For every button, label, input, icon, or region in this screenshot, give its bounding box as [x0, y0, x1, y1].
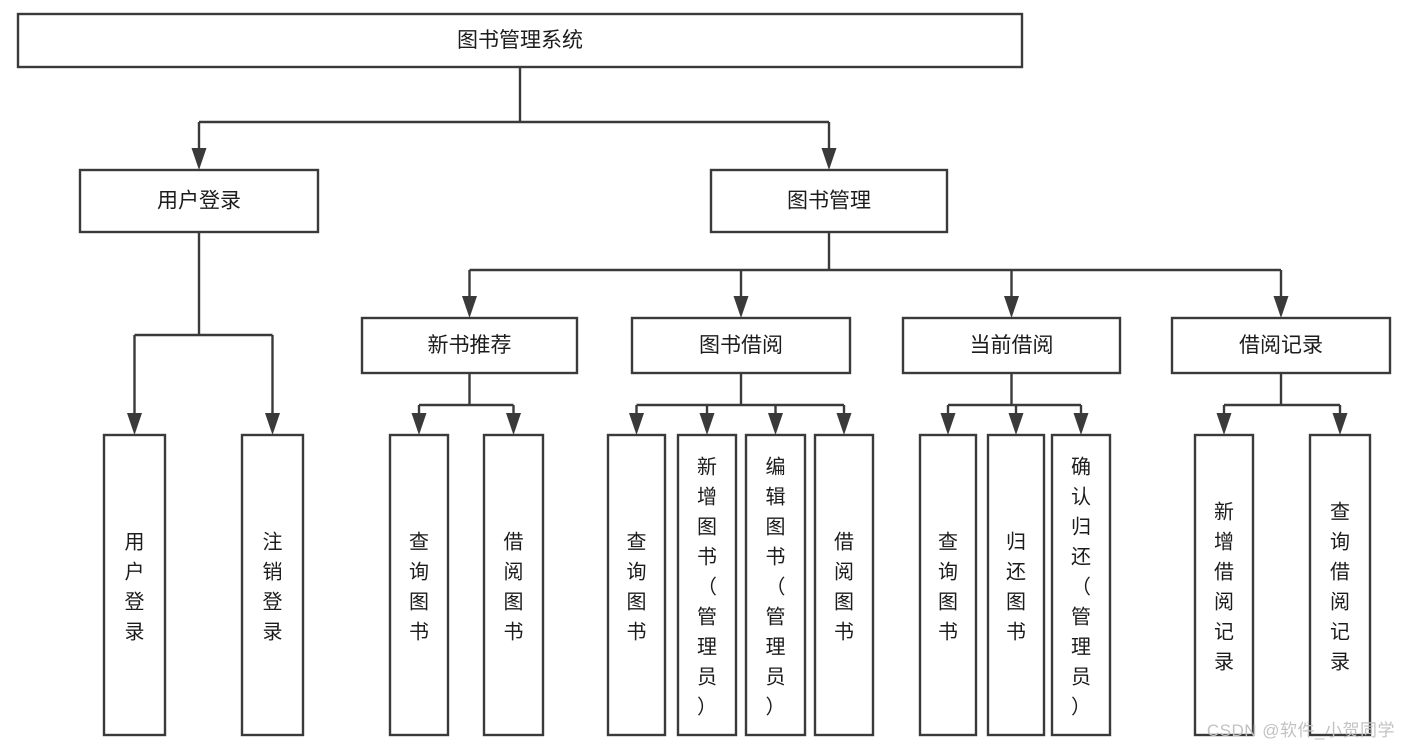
node-box-leaf4[interactable] — [482, 433, 545, 737]
node-box-leaf5[interactable] — [606, 433, 667, 737]
node-leaf9[interactable]: 查询图书 — [918, 433, 978, 737]
node-box-records[interactable] — [1170, 316, 1392, 375]
csdn-watermark: CSDN @软件_小贺同学 — [1206, 721, 1395, 740]
node-label-leaf12: 新增借阅记录 — [1214, 500, 1234, 673]
node-box-leaf11[interactable] — [1050, 433, 1112, 737]
node-leaf13[interactable]: 查询借阅记录 — [1308, 433, 1372, 737]
arrow-head-newbook — [462, 296, 477, 318]
node-label-current: 当前借阅 — [970, 334, 1054, 357]
node-root[interactable]: 图书管理系统 — [16, 12, 1024, 69]
node-leaf5[interactable]: 查询图书 — [606, 433, 667, 737]
node-label-leaf2: 注销登录 — [263, 530, 283, 643]
node-box-login[interactable] — [78, 168, 320, 234]
arrow-head-bookmgmt — [821, 148, 837, 170]
node-label-bookmgmt: 图书管理 — [787, 190, 871, 213]
arrow-head-leaf6 — [699, 413, 715, 435]
connector-group-current — [940, 373, 1089, 435]
arrow-head-leaf7 — [768, 413, 783, 435]
node-label-login: 用户登录 — [157, 190, 241, 213]
node-box-leaf9[interactable] — [918, 433, 978, 737]
node-label-leaf7: 编辑图书（管理员） — [766, 455, 786, 718]
node-current[interactable]: 当前借阅 — [901, 316, 1122, 375]
arrow-head-current — [1004, 296, 1019, 318]
arrow-head-leaf2 — [265, 413, 280, 435]
node-box-borrow[interactable] — [630, 316, 852, 375]
node-label-leaf6: 新增图书（管理员） — [697, 455, 717, 718]
node-box-current[interactable] — [901, 316, 1122, 375]
node-leaf3[interactable]: 查询图书 — [388, 433, 450, 737]
node-leaf8[interactable]: 借阅图书 — [813, 433, 875, 737]
connector-group-records — [1216, 373, 1348, 435]
arrow-head-borrow — [733, 296, 749, 318]
connector-group-bookmgmt — [462, 232, 1289, 318]
node-leaf6[interactable]: 新增图书（管理员） — [676, 433, 738, 737]
node-box-leaf12[interactable] — [1193, 433, 1255, 737]
node-label-root: 图书管理系统 — [457, 29, 583, 52]
node-layer: 图书管理系统用户登录图书管理新书推荐图书借阅当前借阅借阅记录用户登录注销登录查询… — [16, 12, 1392, 737]
connector-group-borrow — [629, 373, 852, 435]
connector-layer — [127, 67, 1348, 435]
connector-group-login — [127, 232, 280, 435]
node-login[interactable]: 用户登录 — [78, 168, 320, 234]
arrow-head-leaf3 — [411, 413, 427, 435]
node-leaf11[interactable]: 确认归还（管理员） — [1050, 433, 1112, 737]
node-box-root[interactable] — [16, 12, 1024, 69]
node-label-leaf10: 归还图书 — [1006, 530, 1026, 643]
node-box-leaf8[interactable] — [813, 433, 875, 737]
node-leaf12[interactable]: 新增借阅记录 — [1193, 433, 1255, 737]
connector-group-newbook — [411, 373, 521, 435]
node-box-leaf6[interactable] — [676, 433, 738, 737]
node-box-leaf13[interactable] — [1308, 433, 1372, 737]
arrow-head-leaf8 — [836, 413, 852, 435]
node-label-leaf4: 借阅图书 — [504, 530, 524, 643]
arrow-head-records — [1273, 296, 1289, 318]
arrow-head-leaf13 — [1332, 413, 1348, 435]
connector-group-root — [191, 67, 837, 170]
node-newbook[interactable]: 新书推荐 — [360, 316, 579, 375]
arrow-head-login — [191, 148, 207, 170]
node-label-leaf8: 借阅图书 — [834, 530, 854, 643]
node-box-leaf10[interactable] — [986, 433, 1046, 737]
node-label-leaf11: 确认归还（管理员） — [1071, 455, 1091, 718]
node-box-newbook[interactable] — [360, 316, 579, 375]
node-box-leaf3[interactable] — [388, 433, 450, 737]
node-box-bookmgmt[interactable] — [709, 168, 949, 234]
node-box-leaf7[interactable] — [744, 433, 807, 737]
arrow-head-leaf9 — [940, 413, 956, 435]
arrow-head-leaf4 — [506, 413, 521, 435]
node-borrow[interactable]: 图书借阅 — [630, 316, 852, 375]
node-label-records: 借阅记录 — [1239, 334, 1323, 357]
node-box-leaf2[interactable] — [240, 433, 305, 737]
node-label-leaf3: 查询图书 — [409, 530, 429, 643]
node-leaf2[interactable]: 注销登录 — [240, 433, 305, 737]
node-label-newbook: 新书推荐 — [428, 334, 512, 357]
node-bookmgmt[interactable]: 图书管理 — [709, 168, 949, 234]
arrow-head-leaf12 — [1216, 413, 1232, 435]
node-label-leaf1: 用户登录 — [125, 531, 145, 643]
node-leaf7[interactable]: 编辑图书（管理员） — [744, 433, 807, 737]
node-leaf4[interactable]: 借阅图书 — [482, 433, 545, 737]
arrow-head-leaf11 — [1073, 413, 1089, 435]
arrow-head-leaf1 — [127, 413, 142, 435]
node-label-leaf9: 查询图书 — [938, 530, 958, 643]
arrow-head-leaf5 — [629, 413, 644, 435]
node-label-leaf5: 查询图书 — [627, 530, 647, 643]
node-label-leaf13: 查询借阅记录 — [1330, 500, 1350, 673]
arrow-head-leaf10 — [1008, 413, 1024, 435]
node-records[interactable]: 借阅记录 — [1170, 316, 1392, 375]
node-leaf1[interactable]: 用户登录 — [102, 433, 167, 737]
node-box-leaf1[interactable] — [102, 433, 167, 737]
node-label-borrow: 图书借阅 — [699, 334, 783, 357]
node-leaf10[interactable]: 归还图书 — [986, 433, 1046, 737]
